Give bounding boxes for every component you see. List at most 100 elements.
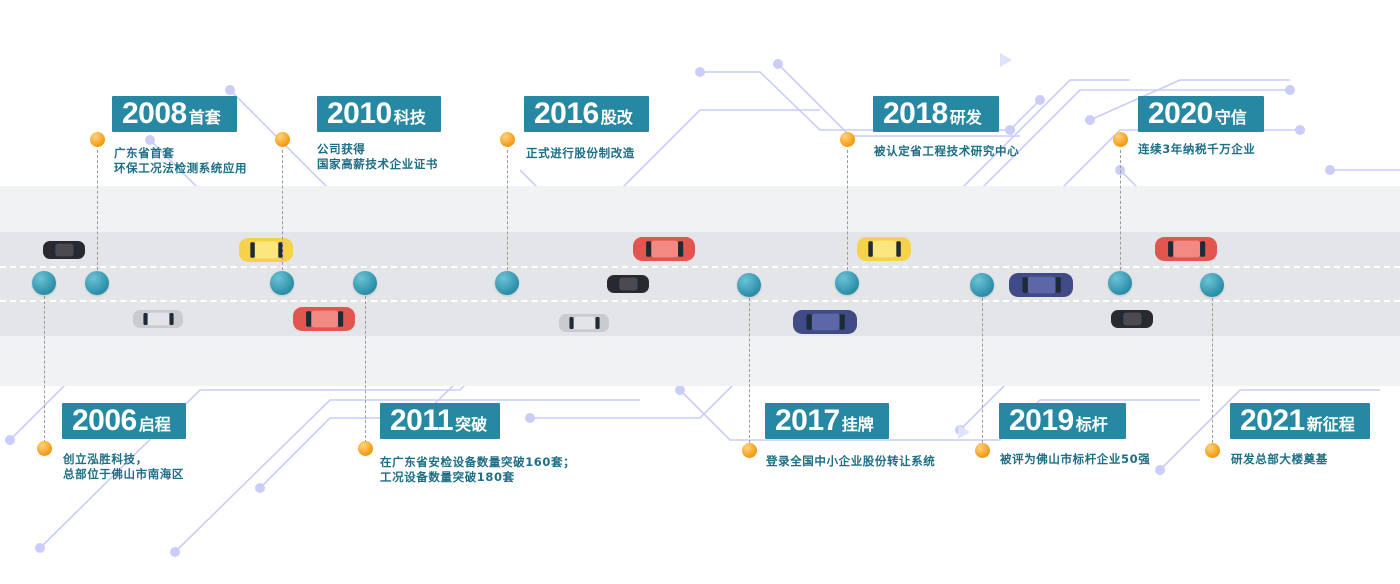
car-navy-icon [793, 310, 857, 334]
milestone-connector-2020 [1120, 150, 1121, 270]
timeline-node-2017 [737, 273, 761, 297]
milestone-year: 2017 [775, 404, 840, 437]
circuit-pad [1085, 115, 1095, 125]
milestone-title: 研发 [949, 108, 982, 127]
milestone-connector-2019 [982, 298, 983, 448]
milestone-description-2006: 创立泓胜科技，总部位于佛山市南海区 [63, 452, 184, 482]
car-yellow-icon [857, 237, 911, 261]
milestone-year: 2011 [390, 404, 454, 437]
milestone-description-line: 被认定省工程技术研究中心 [874, 144, 1020, 158]
milestone-year: 2021 [1240, 404, 1305, 437]
milestone-title: 突破 [455, 415, 488, 434]
milestone-title: 股改 [600, 108, 633, 127]
car-red-icon [1155, 237, 1217, 261]
milestone-year: 2019 [1009, 404, 1074, 437]
milestone-description-line: 登录全国中小企业股份转让系统 [766, 454, 936, 468]
milestone-description-2008: 广东省首套环保工况法检测系统应用 [114, 146, 247, 176]
timeline-node-2010 [270, 271, 294, 295]
milestone-title: 守信 [1214, 108, 1247, 127]
circuit-pad [255, 483, 265, 493]
car-yellow-icon [239, 238, 293, 262]
timeline-node-2019 [970, 273, 994, 297]
milestone-connector-2008 [97, 150, 98, 270]
circuit-pad [1295, 125, 1305, 135]
milestone-dot-2011 [358, 441, 373, 456]
circuit-pad [1285, 85, 1295, 95]
circuit-pad [225, 85, 235, 95]
milestone-title: 科技 [393, 108, 426, 127]
milestone-title: 新征程 [1306, 415, 1355, 434]
milestone-title: 启程 [138, 415, 171, 434]
car-black-icon [1111, 310, 1153, 328]
circuit-trace [700, 71, 1041, 131]
milestone-connector-2006 [44, 296, 45, 448]
milestone-description-2010: 公司获得国家高薪技术企业证书 [317, 142, 438, 172]
arrow-marker-icon [1000, 53, 1012, 67]
timeline-node-2020 [1108, 271, 1132, 295]
car-navy-icon [1009, 273, 1073, 297]
milestone-year: 2018 [883, 97, 948, 130]
circuit-pad [1035, 95, 1045, 105]
milestone-year: 2020 [1148, 97, 1213, 130]
milestone-description-line: 公司获得 [317, 142, 366, 156]
milestone-dot-2008 [90, 132, 105, 147]
timeline-node-2011 [353, 271, 377, 295]
milestone-description-line: 正式进行股份制改造 [526, 146, 635, 160]
milestone-title: 标杆 [1075, 415, 1108, 434]
circuit-trace [1089, 79, 1290, 121]
milestone-year: 2006 [72, 404, 137, 437]
milestone-dot-2020 [1113, 132, 1128, 147]
circuit-pad [525, 413, 535, 423]
circuit-pad [695, 67, 705, 77]
circuit-pad [1005, 125, 1015, 135]
milestone-year: 2010 [327, 97, 392, 130]
circuit-trace [679, 389, 1200, 441]
milestone-dot-2016 [500, 132, 515, 147]
milestone-dot-2017 [742, 443, 757, 458]
circuit-pad [675, 385, 685, 395]
lane-marking-lower [0, 300, 1400, 302]
milestone-title: 挂牌 [841, 415, 874, 434]
milestone-description-2019: 被评为佛山市标杆企业50强 [1000, 452, 1150, 467]
timeline-node-2008 [85, 271, 109, 295]
milestone-dot-2010 [275, 132, 290, 147]
circuit-pad [1325, 165, 1335, 175]
circuit-pad [773, 59, 783, 69]
milestone-description-line: 国家高薪技术企业证书 [317, 157, 438, 171]
milestone-year: 2016 [534, 97, 599, 130]
car-black-icon [607, 275, 649, 293]
milestone-description-line: 在广东省安检设备数量突破160套； [380, 455, 576, 469]
milestone-description-line: 连续3年纳税千万企业 [1138, 142, 1256, 156]
car-silver-icon [133, 310, 183, 328]
milestone-description-line: 创立泓胜科技， [63, 452, 148, 466]
milestone-connector-2016 [507, 150, 508, 270]
car-silver-icon [559, 314, 609, 332]
milestone-description-2020: 连续3年纳税千万企业 [1138, 142, 1256, 157]
milestone-description-2017: 登录全国中小企业股份转让系统 [766, 454, 935, 469]
milestone-connector-2010 [282, 150, 283, 270]
car-red-icon [293, 307, 355, 331]
car-red-icon [633, 237, 695, 261]
timeline-node-2006 [32, 271, 56, 295]
milestone-connector-2011 [365, 296, 366, 448]
lane-marking-upper [0, 266, 1400, 268]
milestone-description-2016: 正式进行股份制改造 [526, 146, 635, 161]
milestone-description-line: 广东省首套 [114, 146, 175, 160]
milestone-description-2018: 被认定省工程技术研究中心 [874, 144, 1019, 159]
milestone-connector-2018 [847, 150, 848, 270]
milestone-description-line: 总部位于佛山市南海区 [63, 467, 184, 481]
milestone-dot-2019 [975, 443, 990, 458]
milestone-description-line: 被评为佛山市标杆企业50强 [1000, 452, 1151, 466]
milestone-description-2011: 在广东省安检设备数量突破160套；工况设备数量突破180套 [380, 455, 575, 485]
milestone-dot-2018 [840, 132, 855, 147]
milestone-dot-2021 [1205, 443, 1220, 458]
milestone-connector-2021 [1212, 298, 1213, 448]
